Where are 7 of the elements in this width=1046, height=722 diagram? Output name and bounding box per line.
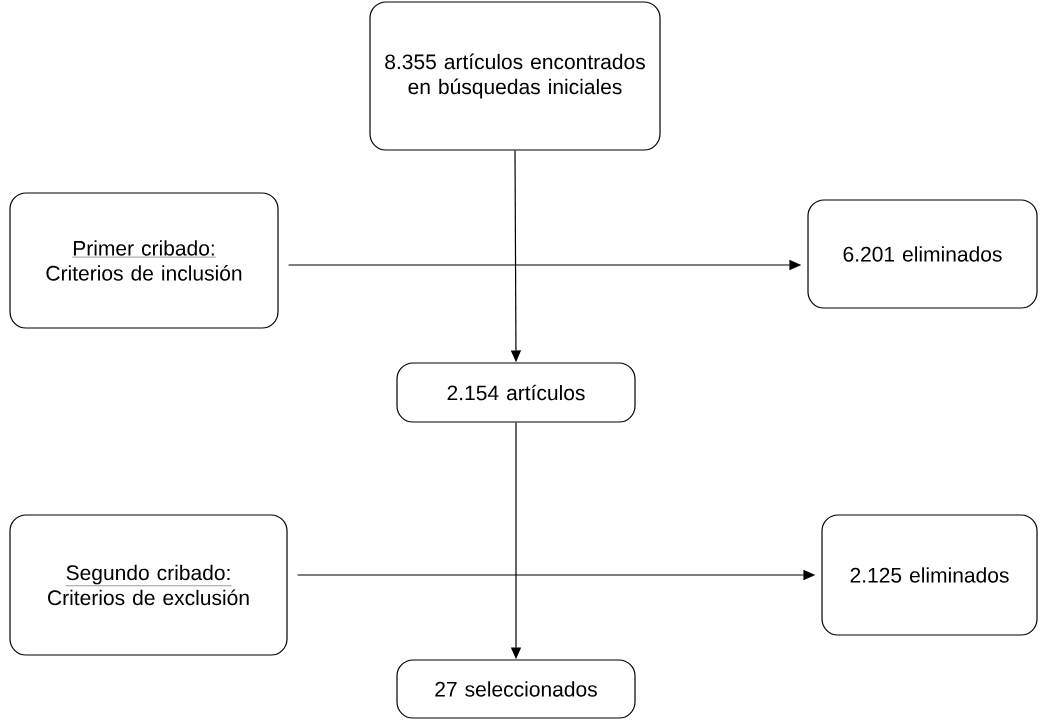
process-box: 27 seleccionados [396, 659, 636, 719]
process-box: 6.201 eliminados [807, 199, 1038, 309]
process-box: Segundo cribado: Criterios de exclusión [9, 514, 288, 656]
process-box: 2.154 artículos [396, 362, 636, 423]
process-box: Primer cribado: Criterios de inclusión [9, 192, 279, 329]
process-box: 2.125 eliminados [821, 514, 1038, 636]
process-box: 8.355 artículos encontrados en búsquedas iniciales [369, 1, 661, 151]
